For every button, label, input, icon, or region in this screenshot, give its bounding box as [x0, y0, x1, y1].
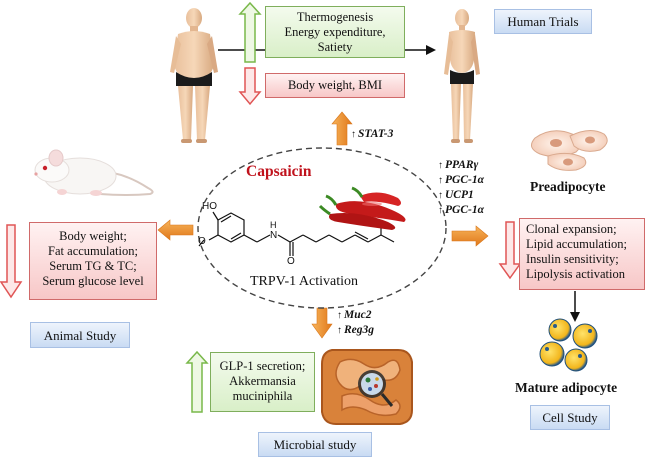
- human-effects-down-box: Body weight, BMI: [265, 73, 405, 98]
- human-effects-up-box: Thermogenesis Energy expenditure, Satiet…: [265, 6, 405, 58]
- gene-stat3: ↑STAT-3: [351, 128, 394, 140]
- molecule-label-ho: HO: [202, 201, 217, 212]
- microbial-effects-box: GLP-1 secretion; Akkermansia muciniphila: [210, 352, 315, 412]
- mature-adipocyte-icon: [539, 318, 598, 372]
- orange-arrow-left-icon: [157, 219, 194, 241]
- human-trials-label: Human Trials: [494, 9, 592, 34]
- orange-arrow-right-icon: [451, 225, 489, 247]
- molecule-label-o: O: [198, 236, 206, 247]
- cell-study-label: Cell Study: [530, 405, 610, 430]
- mature-adipocyte-label: Mature adipocyte: [515, 380, 618, 395]
- capsaicin-title: Capsaicin: [246, 163, 312, 180]
- cell-effects-box: Clonal expansion; Lipid accumulation; In…: [519, 218, 645, 290]
- molecule-label-n: N: [270, 230, 278, 241]
- orange-arrow-up-icon: [331, 111, 353, 146]
- microbial-up-arrow-icon: [185, 350, 209, 413]
- preadipocyte-cells-icon: [530, 130, 608, 171]
- microbial-study-label: Microbial study: [258, 432, 372, 457]
- animal-effects-box: Body weight; Fat accumulation; Serum TG …: [29, 222, 157, 300]
- chili-pepper-icon: [318, 186, 406, 230]
- mouse-icon: [34, 149, 154, 196]
- down-arrow-icon: [238, 67, 262, 106]
- up-arrow-icon: [238, 1, 262, 63]
- obese-person-icon: [170, 8, 218, 143]
- animal-study-label: Animal Study: [30, 322, 130, 348]
- molecule-label-o2: O: [287, 256, 295, 267]
- intestine-icon: [321, 349, 413, 425]
- gene-list-cell: ↑PPARγ ↑PGC-1α ↑UCP1 ↑PGC-1α: [438, 159, 484, 216]
- capsaicin-ellipse: [197, 147, 447, 309]
- orange-arrow-down-icon: [311, 307, 333, 339]
- trpv1-activation-label: TRPV-1 Activation: [250, 274, 358, 289]
- animal-down-arrow-icon: [0, 224, 23, 299]
- gene-list-microbial: ↑Muc2 ↑Reg3g: [337, 309, 375, 336]
- slim-person-icon: [444, 9, 480, 143]
- molecule-label-h: H: [270, 220, 277, 230]
- capsaicin-molecule-icon: [198, 211, 395, 256]
- preadipocyte-label: Preadipocyte: [530, 179, 606, 194]
- cell-down-arrow-icon: [498, 221, 522, 280]
